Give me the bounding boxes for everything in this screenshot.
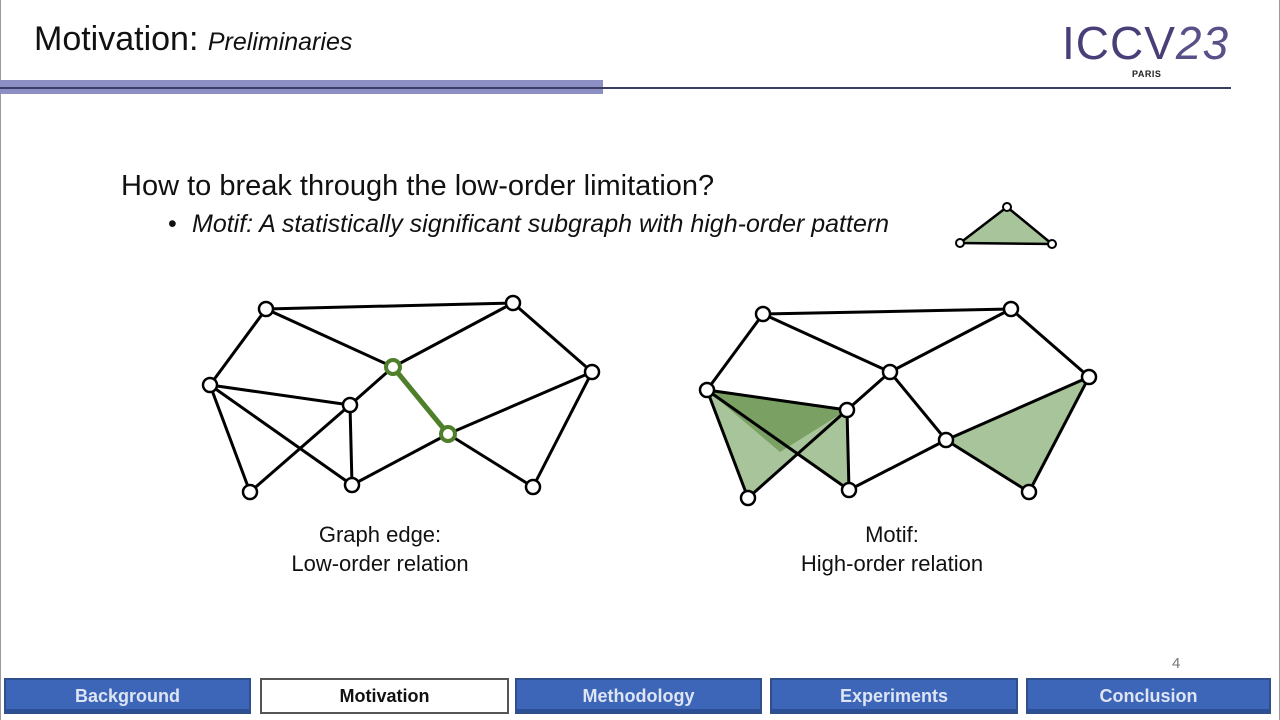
right-graph (698, 300, 1098, 507)
motif-triangle-icon (955, 202, 1057, 249)
left-caption-line2: Low-order relation (291, 551, 469, 576)
nav-tab-conclusion[interactable]: Conclusion (1026, 678, 1271, 714)
conference-logo: ICCV23 PARIS (1062, 17, 1232, 87)
slide-title: Motivation: Preliminaries (34, 20, 352, 59)
slide-title-main: Motivation: (34, 20, 199, 58)
nav-tab-background[interactable]: Background (4, 678, 251, 714)
logo-year: 23 (1175, 17, 1230, 69)
slide-subtitle: Preliminaries (207, 28, 353, 56)
highlighted-edge (391, 365, 450, 436)
highlighted-node (384, 358, 402, 376)
motif-bullet: • Motif: A statistically significant subg… (168, 210, 889, 239)
page-number: 4 (1172, 655, 1181, 672)
motif-triangle (946, 377, 1089, 492)
nav-tab-motivation[interactable]: Motivation (260, 678, 509, 714)
slide-border-left (0, 0, 1, 720)
right-caption-line1: Motif: (865, 522, 919, 547)
left-graph (201, 294, 601, 501)
highlighted-node (439, 425, 457, 443)
left-graph-nodes (201, 294, 601, 501)
bullet-marker: • (168, 210, 177, 238)
question-heading: How to break through the low-order limit… (121, 170, 715, 202)
right-caption-line2: High-order relation (800, 551, 984, 576)
right-caption: Motif: High-order relation (752, 520, 1032, 578)
right-graph-edges (705, 307, 1091, 500)
logo-wordmark: ICCV23 (1062, 17, 1229, 69)
left-caption: Graph edge: Low-order relation (240, 520, 520, 578)
logo-city: PARIS (1132, 69, 1162, 79)
title-divider-line (0, 87, 1231, 89)
section-nav-bar: Background Motivation Methodology Experi… (0, 678, 1280, 718)
left-graph-edges (208, 301, 594, 494)
logo-text: ICCV (1062, 17, 1176, 69)
nav-tab-experiments[interactable]: Experiments (770, 678, 1018, 714)
left-caption-line1: Graph edge: (318, 522, 442, 547)
right-graph-nodes (698, 300, 1098, 507)
motif-bullet-text: Motif: A statistically significant subgr… (192, 210, 890, 238)
nav-tab-methodology[interactable]: Methodology (515, 678, 762, 714)
